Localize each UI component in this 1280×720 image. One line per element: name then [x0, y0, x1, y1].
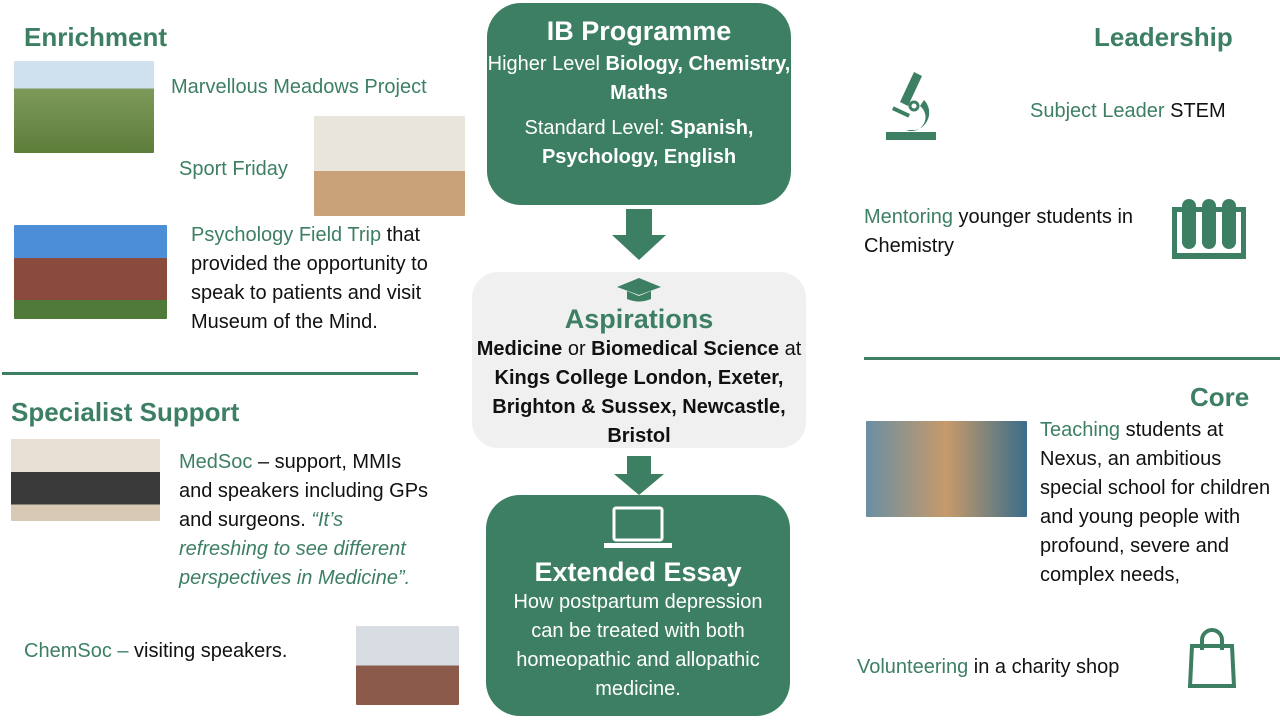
- extended-essay-box: Extended Essay How postpartum depression…: [486, 495, 790, 716]
- aspirations-box: Aspirations Medicine or Biomedical Scien…: [472, 272, 806, 448]
- enrichment-heading: Enrichment: [24, 22, 168, 52]
- leadership-heading: Leadership: [1094, 22, 1233, 52]
- divider: [2, 372, 418, 375]
- divider: [864, 357, 1280, 360]
- aspirations-title: Aspirations: [564, 304, 714, 334]
- laptop-icon: [604, 506, 672, 548]
- down-arrow-icon: [612, 209, 666, 260]
- aspirations-text: Medicine or Biomedical Science at Kings …: [476, 338, 802, 447]
- teaching-text: Teaching students at Nexus, an ambitious…: [1040, 419, 1271, 586]
- chemsoc-text: ChemSoc – visiting speakers.: [24, 640, 288, 662]
- microscope-icon: [886, 72, 936, 140]
- teaching-photo: [866, 421, 1027, 517]
- essay-text: How postpartum depression can be treated…: [513, 591, 763, 700]
- shopping-bag-icon: [1188, 628, 1236, 688]
- essay-title: Extended Essay: [534, 557, 742, 587]
- sport-photo: [314, 116, 465, 216]
- meadows-text: Marvellous Meadows Project: [171, 76, 427, 98]
- ib-title: IB Programme: [546, 16, 732, 46]
- medsoc-photo: [11, 439, 160, 521]
- medsoc-text: MedSoc – support, MMIs and speakers incl…: [179, 451, 429, 589]
- ib-standard-level: Standard Level: Spanish, Psychology, Eng…: [524, 117, 754, 168]
- down-arrow-icon: [614, 456, 664, 495]
- volunteering-text: Volunteering in a charity shop: [857, 656, 1120, 678]
- specialist-heading: Specialist Support: [11, 397, 240, 427]
- ib-higher-level: Higher Level Biology, Chemistry, Maths: [487, 53, 791, 104]
- test-tubes-icon: [1172, 199, 1246, 259]
- ib-programme-box: IB Programme Higher Level Biology, Chemi…: [487, 3, 791, 205]
- graduation-cap-icon: [617, 278, 661, 302]
- mentoring-text: Mentoring younger students in Chemistry: [864, 206, 1134, 257]
- meadows-photo: [14, 61, 154, 153]
- trip-text: Psychology Field Trip that provided the …: [191, 224, 428, 333]
- chemsoc-photo: [356, 626, 459, 705]
- subject-leader-text: Subject Leader STEM: [1030, 100, 1226, 122]
- trip-photo: [14, 225, 167, 319]
- sport-text: Sport Friday: [179, 158, 288, 180]
- core-heading: Core: [1190, 382, 1250, 412]
